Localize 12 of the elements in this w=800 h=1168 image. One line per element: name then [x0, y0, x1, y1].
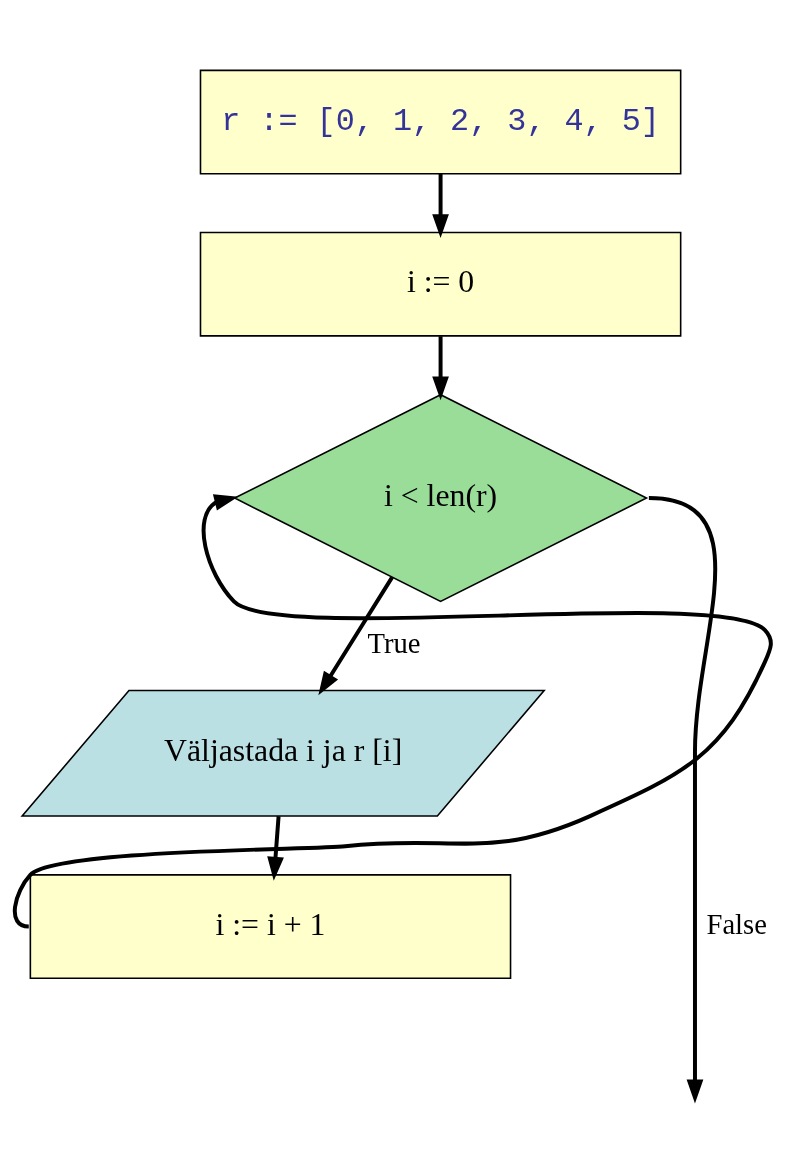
arrow	[318, 575, 394, 695]
node-box: i := 0	[199, 231, 682, 337]
arrow	[648, 495, 717, 1103]
arrow	[432, 335, 449, 400]
edge-label: True	[367, 627, 421, 659]
edge-label: False	[706, 908, 767, 940]
node-diamond: i < len(r)	[232, 393, 649, 602]
node-box: i := i + 1	[29, 873, 512, 979]
arrow	[267, 815, 284, 881]
node-box: r := [0, 1, 2, 3, 4, 5]	[199, 69, 682, 174]
arrow	[13, 493, 772, 928]
arrow	[432, 173, 449, 238]
